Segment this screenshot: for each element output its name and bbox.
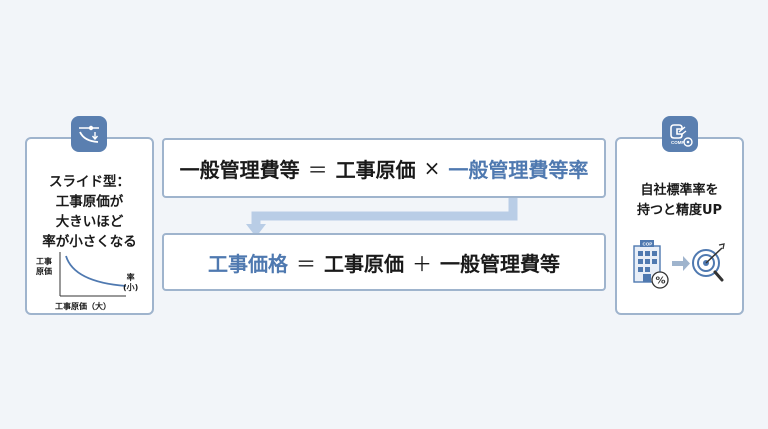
- slide-type-card: [25, 137, 154, 315]
- building-sign: COP: [643, 242, 653, 247]
- slide-type-title: スライド型： 工事原価が 大きいほど 率が小さくなる: [42, 174, 137, 250]
- company-standard-rate-title: 自社標準率を 持つと精度UP: [636, 183, 723, 218]
- formula2-term2: 一般管理費等: [440, 251, 560, 276]
- company-gear-icon: COMP: [662, 116, 698, 152]
- flow-arrow: [246, 198, 518, 237]
- decreasing-curve-chart: [59, 252, 127, 297]
- target-icon: [692, 243, 725, 282]
- mini-chart-xlabel: 工事原価（大）: [55, 302, 111, 311]
- mini-chart-ylabel: 工事 原価: [36, 257, 52, 276]
- formula2-plus: ＋: [412, 251, 432, 276]
- formula2-term1: 工事原価: [324, 251, 404, 276]
- right-arrow-icon: [672, 256, 690, 271]
- formula2-left: 工事価格: [208, 251, 288, 276]
- formula1-term1: 工事原価: [335, 157, 416, 182]
- formula1-left: 一般管理費等: [179, 157, 300, 182]
- badge-text: COMP: [671, 140, 685, 145]
- formula-construction-price: 工事価格 ＝ 工事原価 ＋ 一般管理費等: [162, 233, 606, 291]
- mini-chart-rate-label: 率 (小): [123, 273, 139, 292]
- formula-general-admin-cost: 一般管理費等 ＝ 工事原価 × 一般管理費等率: [162, 138, 606, 198]
- company-to-target-illustration: COP %: [633, 240, 725, 289]
- office-building-icon: COP: [633, 240, 661, 283]
- percent-icon: %: [651, 271, 669, 289]
- formula1-term2: 一般管理費等率: [448, 157, 589, 182]
- formula1-equals: ＝: [307, 157, 328, 182]
- formula2-equals: ＝: [296, 251, 316, 276]
- slider-chart-icon: [71, 116, 107, 152]
- svg-text:%: %: [656, 276, 666, 287]
- formula1-multiply: ×: [423, 156, 441, 180]
